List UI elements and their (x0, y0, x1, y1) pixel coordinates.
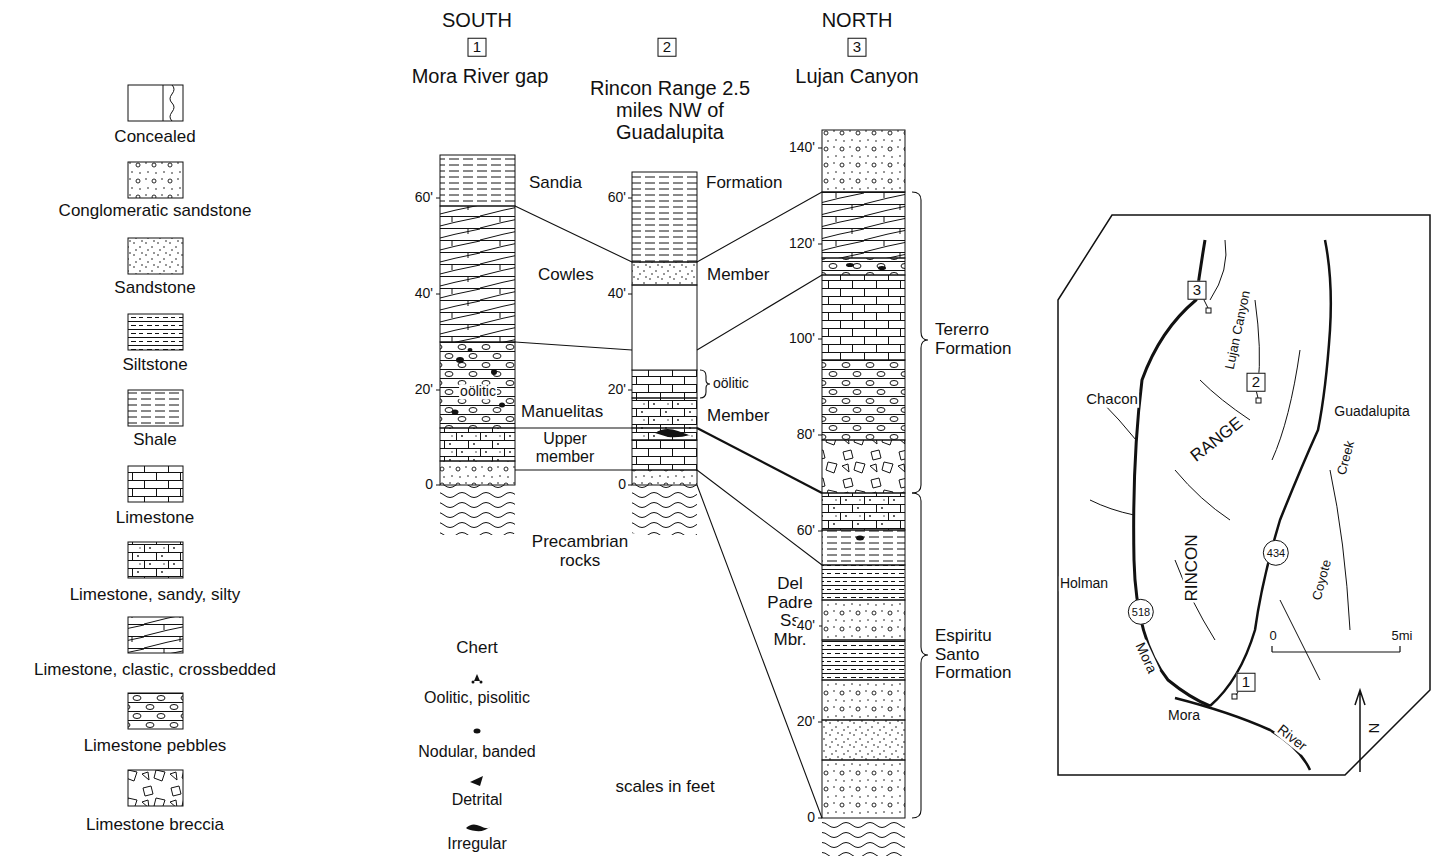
label: oölitic (459, 384, 497, 399)
map-label: River (1274, 721, 1311, 754)
scale-number: 20' (414, 382, 434, 397)
label: Rincon Range 2.5 miles NW of Guadalupita (579, 77, 761, 143)
callout-number: 2 (663, 39, 672, 56)
callout-number: 3 (853, 39, 862, 56)
legend-text: Concealed (113, 128, 196, 147)
label: Chert (455, 639, 499, 658)
legend-text: Oolitic, pisolitic (423, 689, 531, 707)
map-inset: ChaconGuadalupitaRANGERINCONHolmanMoraMo… (1058, 215, 1432, 775)
map-label: RINCON (1183, 533, 1202, 602)
map-label: Chacon (1085, 391, 1139, 408)
legend-text: Sandstone (113, 279, 196, 298)
legend-text: Shale (132, 431, 177, 450)
callout-number: 1 (473, 39, 482, 56)
scale-number: 60' (796, 523, 816, 538)
map-label: Guadalupita (1333, 404, 1411, 419)
label: SOUTH (441, 9, 513, 31)
label: Lujan Canyon (794, 65, 919, 87)
label: Espiritu Santo Formation (934, 627, 1041, 683)
legend-text: Siltstone (121, 356, 188, 375)
callout-number: 434 (1267, 547, 1285, 559)
legend-text: Limestone, sandy, silty (69, 586, 242, 605)
map-label: Mora (1132, 639, 1160, 676)
map-label: 0 (1268, 629, 1277, 643)
label: Precambrian rocks (514, 533, 646, 570)
callout-number: 518 (1132, 606, 1150, 618)
callout-box: 1 (468, 38, 487, 57)
legend-text: Limestone (115, 509, 195, 528)
label: Member (706, 266, 770, 285)
map-label: Holman (1059, 576, 1109, 591)
route-shield: 434 (1263, 540, 1289, 566)
map-label: 5mi (1391, 629, 1414, 643)
label: Cowles (537, 266, 595, 285)
label: scales in feet (614, 778, 715, 797)
scale-number: 40' (796, 618, 816, 633)
label: Upper member (519, 430, 611, 465)
scale-number: 100' (788, 331, 816, 346)
label: Mora River gap (411, 65, 550, 87)
callout-box: 3 (1188, 281, 1207, 300)
callout-number: 2 (1252, 374, 1261, 391)
callout-box: 1 (1237, 673, 1256, 692)
scale-number: 20' (607, 382, 627, 397)
legend-text: Detrital (451, 791, 504, 809)
scale-number: 20' (796, 714, 816, 729)
callout-number: 3 (1193, 282, 1202, 299)
label: Member (706, 407, 770, 426)
legend-text: Limestone pebbles (83, 737, 228, 756)
scale-number: 0 (424, 477, 434, 492)
map-label: RANGE (1187, 413, 1248, 466)
legend-text: Limestone breccia (85, 816, 225, 835)
scale-number: 0 (806, 810, 816, 825)
scale-number: 120' (788, 236, 816, 251)
map-label: Creek (1334, 438, 1357, 477)
label: Tererro Formation (934, 321, 1041, 358)
label: NORTH (821, 9, 894, 31)
scale-number: 60' (414, 190, 434, 205)
callout-box: 2 (658, 38, 677, 57)
map-label: Mora (1167, 708, 1201, 723)
callout-box: 3 (848, 38, 867, 57)
scale-number: 80' (796, 427, 816, 442)
scale-number: 40' (414, 286, 434, 301)
legend-text: Conglomeratic sandstone (58, 202, 253, 221)
legend-text: Nodular, banded (417, 743, 536, 761)
label: Formation (705, 174, 784, 193)
callout-number: 1 (1242, 674, 1251, 691)
label: Manuelitas (520, 403, 604, 422)
scale-number: 60' (607, 190, 627, 205)
legend-text: Limestone, clastic, crossbedded (33, 661, 277, 680)
scale-number: 0 (617, 477, 627, 492)
map-label: N (1366, 722, 1383, 735)
map-label: Coyote (1310, 557, 1335, 602)
label: Del Padre Ss Mbr. (761, 575, 819, 650)
scale-number: 140' (788, 140, 816, 155)
callout-box: 2 (1247, 373, 1266, 392)
legend-text: Irregular (446, 835, 508, 853)
route-shield: 518 (1128, 599, 1154, 625)
scale-number: 40' (607, 286, 627, 301)
map-label: Lujan Canyon (1222, 288, 1253, 371)
label: oölitic (712, 376, 750, 391)
label: Sandia (528, 174, 583, 193)
